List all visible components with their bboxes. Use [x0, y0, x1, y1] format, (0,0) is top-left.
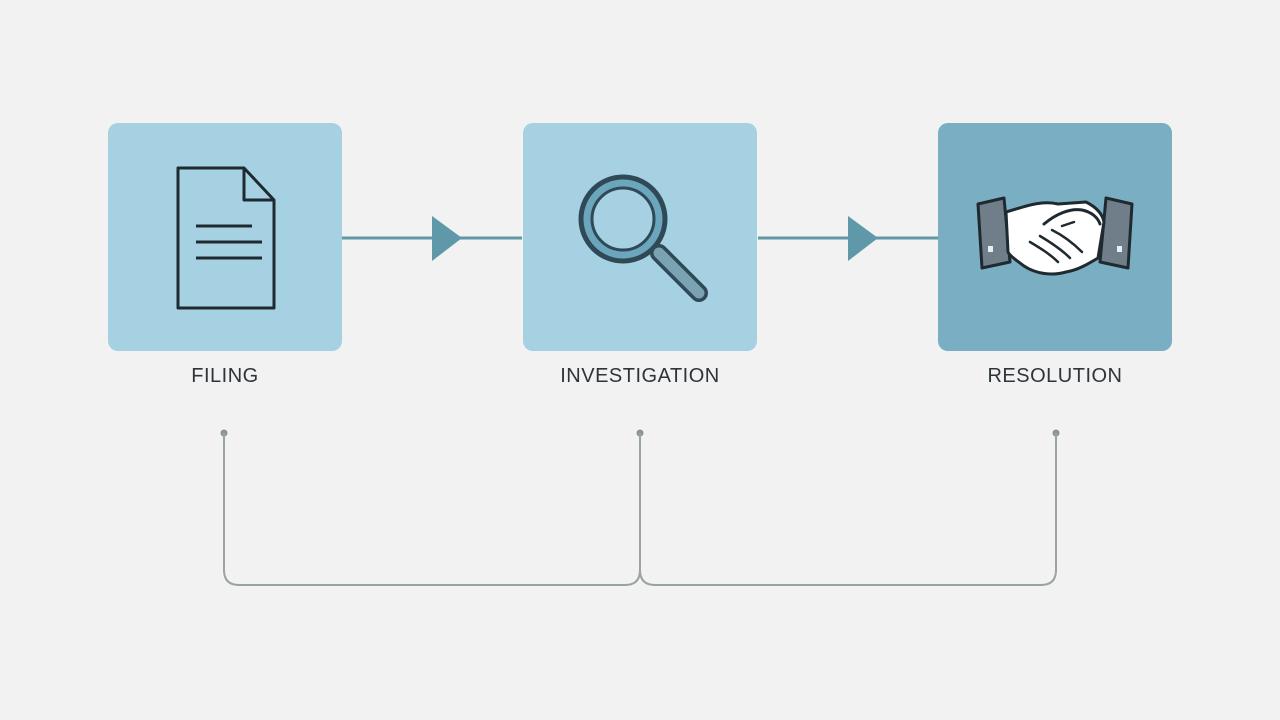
step-label-investigation: INVESTIGATION	[560, 365, 720, 387]
handshake-icon	[976, 196, 1134, 276]
magnifier-icon	[578, 174, 708, 302]
bracket-connector	[223, 433, 1057, 586]
arrow-head-investigation-resolution	[848, 216, 878, 261]
step-box-resolution	[938, 123, 1172, 351]
document-icon	[176, 166, 276, 310]
step-box-investigation	[523, 123, 757, 351]
step-label-filing: FILING	[191, 365, 259, 387]
step-box-filing	[108, 123, 342, 351]
arrow-head-filing-investigation	[432, 216, 462, 261]
step-label-resolution: RESOLUTION	[987, 365, 1123, 387]
